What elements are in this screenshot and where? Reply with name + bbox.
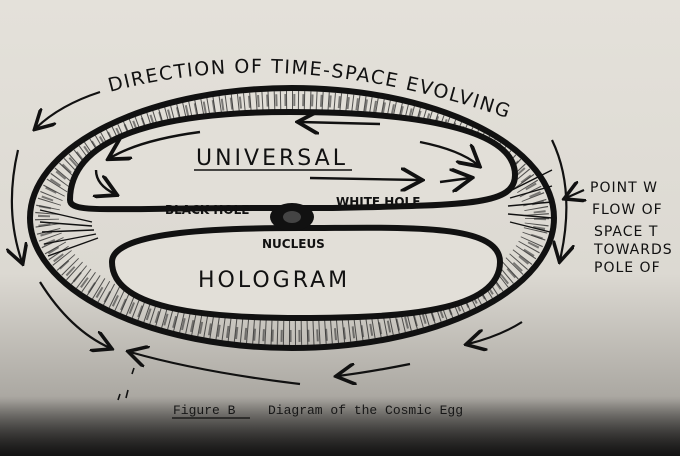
side-note: POINT W FLOW OF SPACE T TOWARDS POLE OF — [590, 180, 673, 276]
outer-shell — [27, 85, 557, 351]
side-note-line: TOWARDS — [593, 242, 673, 258]
outer-arrow-right-pointer — [566, 190, 584, 198]
side-note-line: SPACE T — [594, 224, 658, 240]
white-hole-label: WHITE HOLE — [336, 195, 420, 209]
right-pole-hatching — [507, 169, 553, 233]
flow-arrow-right-inner — [439, 178, 470, 182]
side-note-line: FLOW OF — [592, 202, 663, 218]
outer-arrow-bottom-right — [338, 364, 411, 376]
outer-arrow-bottom-center — [130, 352, 301, 386]
hologram-label: HOLOGRAM — [198, 268, 350, 293]
outer-arrow-lower-right — [468, 321, 523, 344]
side-note-line: POLE OF — [594, 260, 661, 276]
nucleus-label: NUCLEUS — [262, 237, 325, 251]
outer-arrow-bottom-left — [39, 281, 110, 348]
outer-arrow-top-left — [36, 90, 101, 128]
side-note-line: POINT W — [590, 180, 658, 196]
universal-label: UNIVERSAL — [196, 146, 348, 171]
outer-arrow-left — [12, 149, 22, 262]
black-hole-label: BLACK HOLE — [165, 203, 249, 217]
flow-arrow-upper-top — [300, 122, 381, 124]
figure-label: Figure B — [173, 403, 236, 418]
caption-text: Diagram of the Cosmic Egg — [268, 403, 463, 418]
tick-marks — [117, 367, 135, 401]
flow-arrow-upper-right — [419, 140, 478, 165]
flow-arrow-upper-left — [110, 130, 201, 158]
flow-arrow-left-down — [96, 169, 115, 194]
left-pole-hatching — [39, 209, 99, 257]
flow-arrow-center-right — [309, 178, 420, 180]
lower-chamber — [108, 224, 504, 322]
